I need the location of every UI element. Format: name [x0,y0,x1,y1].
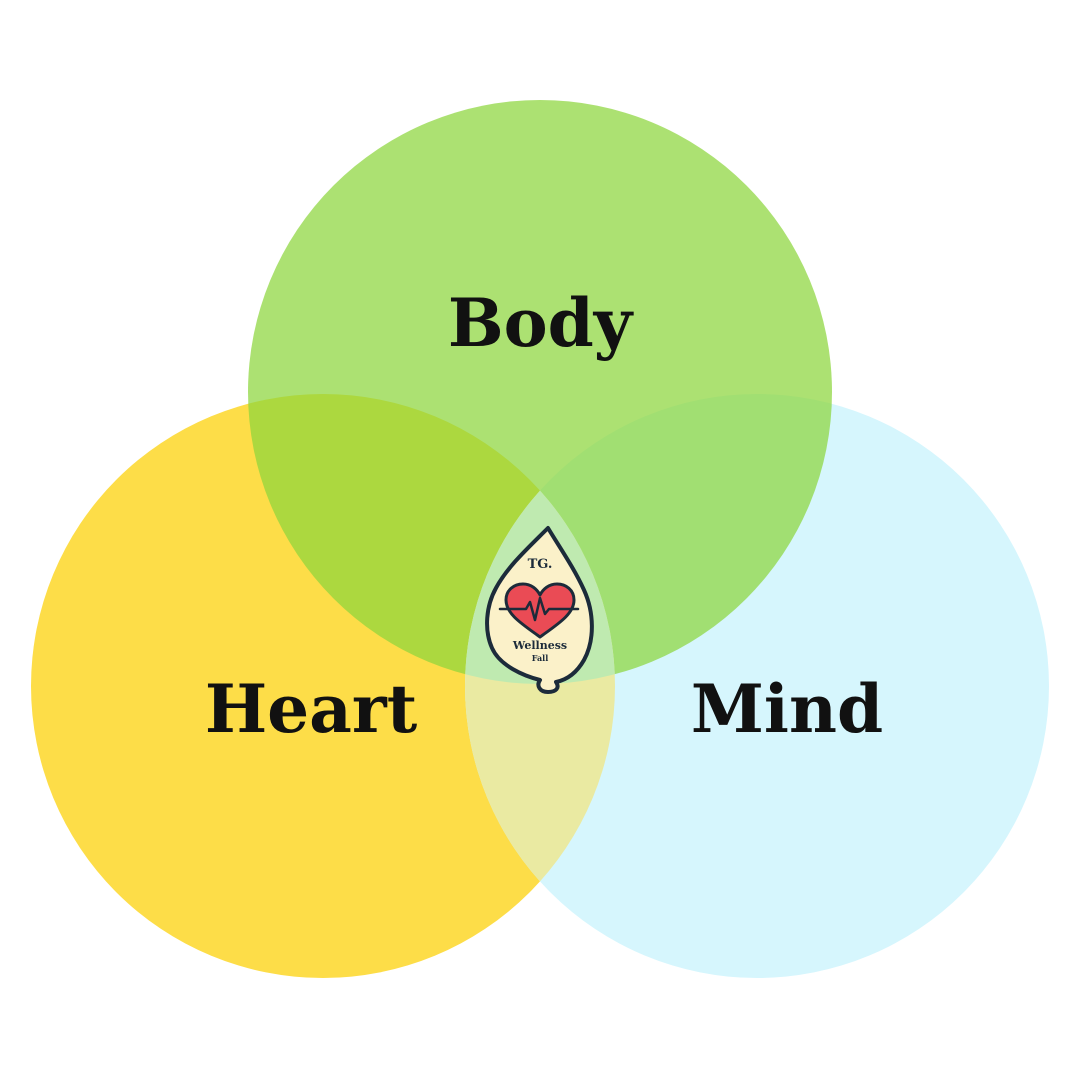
ecg-line [498,596,580,622]
badge-title: Wellness [512,639,567,652]
body-circle [248,100,832,684]
heart-ecg-icon [504,582,576,639]
badge-brand: TG. [528,557,553,572]
heart-label: Heart [205,670,418,748]
body-label: Body [448,284,634,362]
mind-label: Mind [691,670,883,748]
badge-subtitle: Fall [532,653,549,663]
wellness-badge: TG. Wellness Fall [485,526,594,694]
